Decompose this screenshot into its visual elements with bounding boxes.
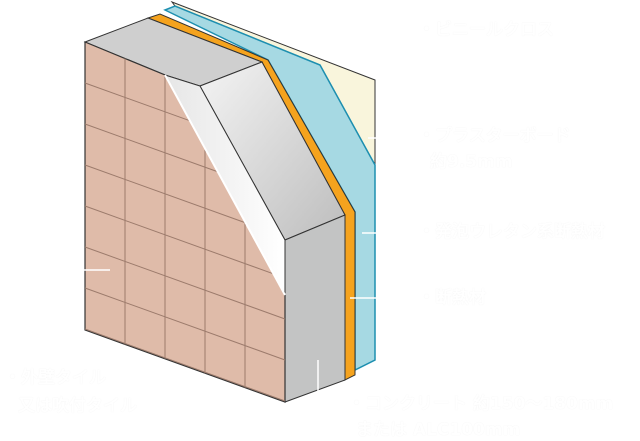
tile-joint-horizontal [84, 246, 286, 320]
label-insulation: ・断熱材 [418, 288, 486, 308]
label-plaster-board: ・プラスターボード [418, 126, 571, 146]
label-urethane: ・発泡ウレタン系断熱材 [418, 222, 605, 242]
label-concrete-1: ・コンクリート 約150～180mm [348, 394, 614, 414]
tile-front [84, 41, 286, 403]
tile-grid [84, 58, 286, 402]
tile-joint-horizontal [84, 328, 286, 402]
label-plaster-board-thickness: 約9.5mm [430, 152, 513, 172]
tile-joint-horizontal [84, 287, 286, 361]
label-concrete-2: または ALC100mm [356, 420, 521, 440]
label-vinyl-cloth: ・ビニールクロス [418, 20, 554, 40]
label-tile-1: ・外壁タイル [4, 368, 106, 388]
tile-joint-horizontal [84, 82, 190, 121]
tile-joint-horizontal [84, 205, 274, 275]
leader-lines [47, 28, 415, 400]
tile-joint-horizontal [84, 123, 218, 172]
concrete-front [284, 214, 346, 403]
label-tile-2: 又は吹付タイル [18, 396, 137, 416]
